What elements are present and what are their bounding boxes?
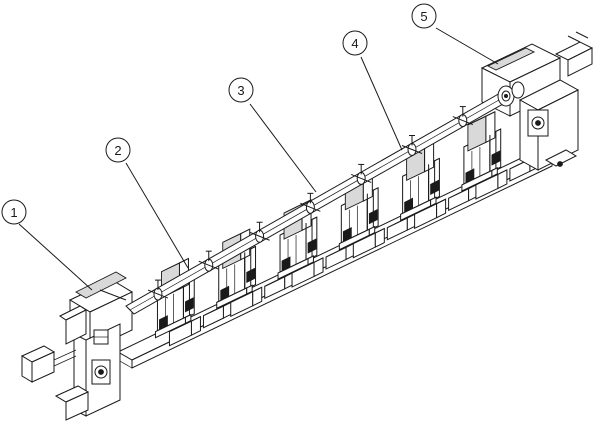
leader-lines — [18, 27, 499, 291]
callout-5: 5 — [411, 3, 437, 29]
shaft-collar — [401, 135, 423, 156]
shaft-collar — [452, 106, 473, 128]
callout-label: 5 — [420, 9, 427, 24]
callout-label: 3 — [237, 83, 244, 98]
callout-label: 2 — [114, 143, 121, 158]
mechanism-unit — [277, 199, 318, 280]
mechanism-unit-series — [154, 111, 502, 339]
callout-label: 4 — [351, 36, 358, 51]
shaft-collar — [249, 221, 270, 243]
shaft-collar-series — [147, 106, 473, 301]
shaft-collar — [351, 163, 372, 185]
shaft-collar — [147, 279, 169, 301]
lower-block — [168, 300, 233, 347]
shaft-collar — [198, 250, 219, 272]
right-end-module — [480, 31, 594, 171]
shaft-collar — [300, 192, 321, 214]
lower-block — [414, 183, 479, 230]
left-end-module — [20, 271, 134, 421]
mechanism-unit — [461, 111, 502, 192]
callout-2: 2 — [105, 137, 131, 163]
callout-label: 1 — [10, 205, 17, 220]
callout-group: 1 2 3 4 5 — [1, 3, 437, 225]
callout-3: 3 — [228, 77, 254, 103]
callout-4: 4 — [342, 30, 368, 56]
mechanism-unit — [216, 228, 257, 310]
lower-block — [352, 212, 417, 259]
callout-1: 1 — [1, 199, 27, 225]
lower-block — [230, 271, 295, 318]
